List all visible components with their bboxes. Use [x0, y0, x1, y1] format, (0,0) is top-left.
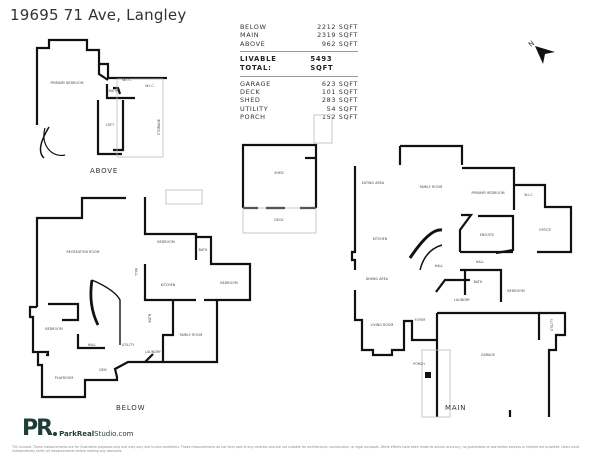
room-label: Recreation Room [66, 250, 100, 254]
room-label: Primary Bedroom [471, 191, 505, 195]
room-label: Deck [274, 218, 284, 222]
room-label: Shed [274, 171, 284, 175]
compass: N [527, 39, 559, 70]
room-label: Hall [475, 260, 485, 264]
room-label: Utility [121, 343, 135, 347]
room-label: Loft [105, 123, 115, 127]
below-plan [28, 196, 252, 399]
room-label: Playroom [54, 376, 74, 380]
divider [240, 75, 358, 77]
room-label: Kitchen [160, 283, 176, 287]
room-label: Bedroom [157, 240, 175, 244]
room-label: Bedroom [220, 281, 238, 285]
divider [240, 50, 358, 52]
room-label: Den [99, 368, 107, 372]
logo-mark: PR [22, 416, 53, 441]
room-label: Garage [481, 353, 495, 357]
level-label-above: ABOVE [90, 167, 119, 175]
main-plan [350, 144, 573, 417]
room-label: Dining Area [365, 277, 389, 281]
room-label: Family Room [179, 333, 203, 337]
room-label: Hall [87, 343, 97, 347]
room-label: Eating Area [361, 181, 385, 185]
room-label: Hall [434, 264, 444, 268]
logo-site-text: ParkRealStudio.com [59, 430, 134, 438]
room-label: Storage [157, 119, 161, 135]
room-label: Bath [198, 248, 208, 252]
level-label-below: BELOW [116, 404, 146, 412]
porch-post [425, 372, 431, 378]
room-label: Foyer [414, 318, 426, 322]
room-label: Laundry [145, 350, 161, 354]
room-label: Bath [473, 280, 483, 284]
room-label: Living Room [370, 323, 394, 327]
logo-dot [53, 432, 58, 436]
area-row-livable-total: LIVABLE TOTAL:5493 SQFT [240, 54, 334, 72]
room-label: Utility [550, 318, 554, 332]
room-label: Laundry [454, 298, 470, 302]
north-arrow-icon [535, 46, 555, 64]
disclaimer-text: TSC insured. These measurements are for … [12, 445, 580, 454]
level-label-main: MAIN [445, 404, 467, 412]
room-label: Bath [148, 313, 152, 323]
parkrealstudio-logo: PR ParkRealStudio.com [22, 416, 134, 441]
room-label: W.I.C. [524, 193, 534, 197]
room-label: Bedroom [45, 327, 63, 331]
shed-plan [241, 143, 318, 210]
room-label: W.I.C. [145, 84, 155, 88]
above-plan [35, 38, 167, 159]
room-label: W.I.C. [122, 78, 132, 82]
room-label: Hall [134, 267, 138, 277]
room-label: Porch [413, 362, 425, 366]
room-label: Bedroom [507, 289, 525, 293]
room-label: Bath [108, 89, 118, 93]
room-label: Family Room [419, 185, 443, 189]
room-label: Ensuite [479, 233, 495, 237]
property-address-title: 19695 71 Ave, Langley [10, 6, 187, 24]
room-label: Office [539, 228, 551, 232]
room-label: Kitchen [372, 237, 388, 241]
room-label: Primary Bedroom [50, 81, 84, 85]
